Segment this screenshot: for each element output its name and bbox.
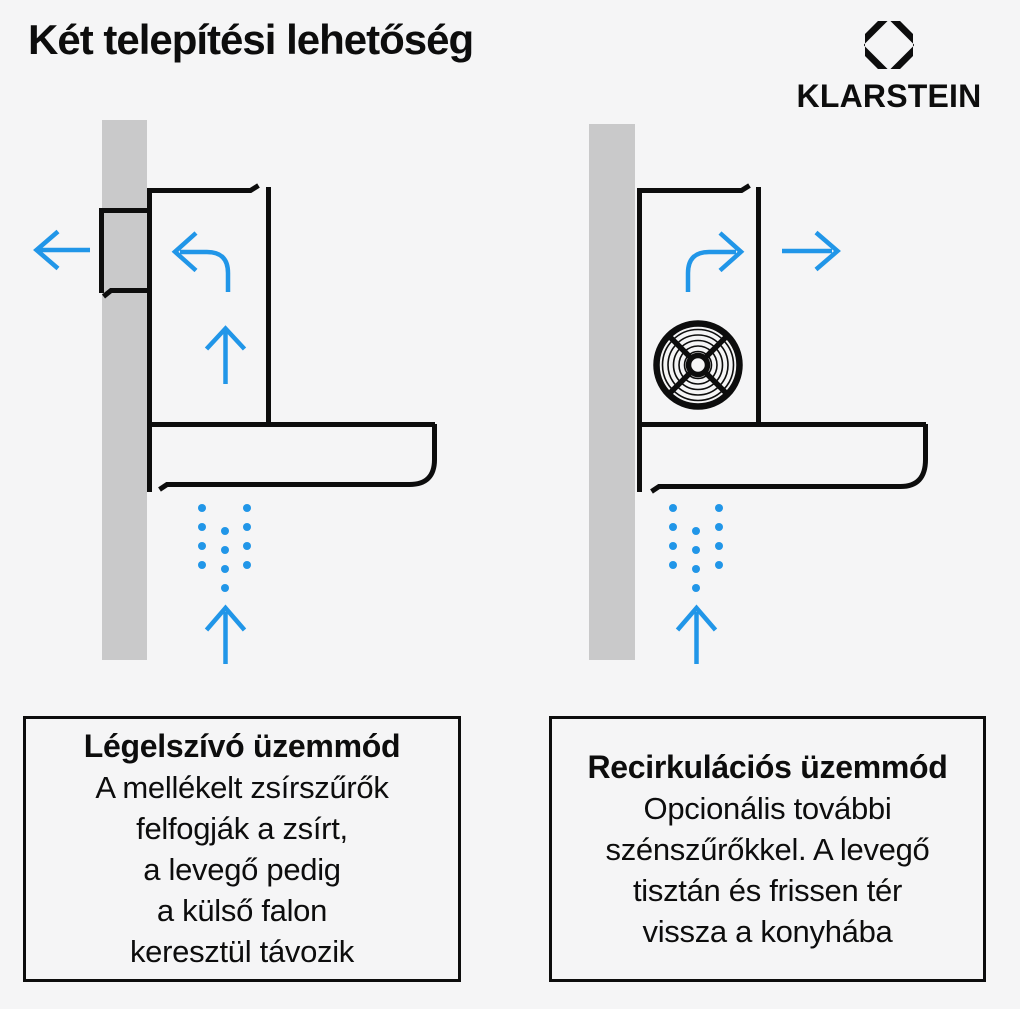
arrow-curve-left-icon bbox=[171, 231, 231, 292]
brand-wordmark: KLARSTEIN bbox=[796, 78, 982, 114]
wall-vent-box-icon bbox=[99, 208, 150, 299]
panel-line: keresztül távozik bbox=[129, 934, 355, 969]
arrow-curve-right-icon bbox=[685, 231, 745, 292]
diagram-extraction bbox=[33, 120, 437, 664]
panel-line: A mellékelt zsírszűrők bbox=[95, 770, 389, 805]
diagram-recirculation bbox=[589, 124, 928, 664]
panel-heading: Légelszívó üzemmód bbox=[83, 728, 401, 764]
steam-dots-icon bbox=[669, 504, 723, 592]
page-title: Két telepítési lehetőség bbox=[28, 16, 474, 63]
brand-logo: KLARSTEIN bbox=[788, 21, 990, 115]
panel-line: vissza a konyhába bbox=[642, 913, 893, 949]
arrow-up-inner-icon bbox=[204, 325, 247, 384]
hood-outline-icon bbox=[147, 183, 437, 492]
panel-extraction: Légelszívó üzemmód A mellékelt zsírszűrő… bbox=[23, 716, 461, 982]
arrow-left-out-icon bbox=[33, 229, 90, 271]
panel-line: felfogják a zsírt, bbox=[136, 811, 348, 846]
arrow-up-icon bbox=[675, 604, 718, 664]
panel-line: szénszűrőkkel. A levegő bbox=[605, 831, 930, 867]
wall-icon bbox=[102, 120, 147, 660]
steam-dots-icon bbox=[198, 504, 251, 592]
panel-line: tisztán és frissen tér bbox=[632, 872, 903, 908]
panel-line: a levegő pedig bbox=[143, 852, 341, 887]
arrow-up-icon bbox=[204, 604, 247, 664]
arrow-right-out-icon bbox=[782, 230, 841, 272]
panel-line: a külső falon bbox=[156, 893, 328, 928]
panel-line: Opcionális további bbox=[643, 790, 892, 826]
fan-filter-icon bbox=[653, 320, 743, 410]
hood-outline-icon bbox=[637, 183, 928, 494]
panel-recirculation: Recirkulációs üzemmód Opcionális további… bbox=[549, 716, 986, 982]
wall-icon bbox=[589, 124, 635, 660]
panel-heading: Recirkulációs üzemmód bbox=[587, 748, 948, 785]
